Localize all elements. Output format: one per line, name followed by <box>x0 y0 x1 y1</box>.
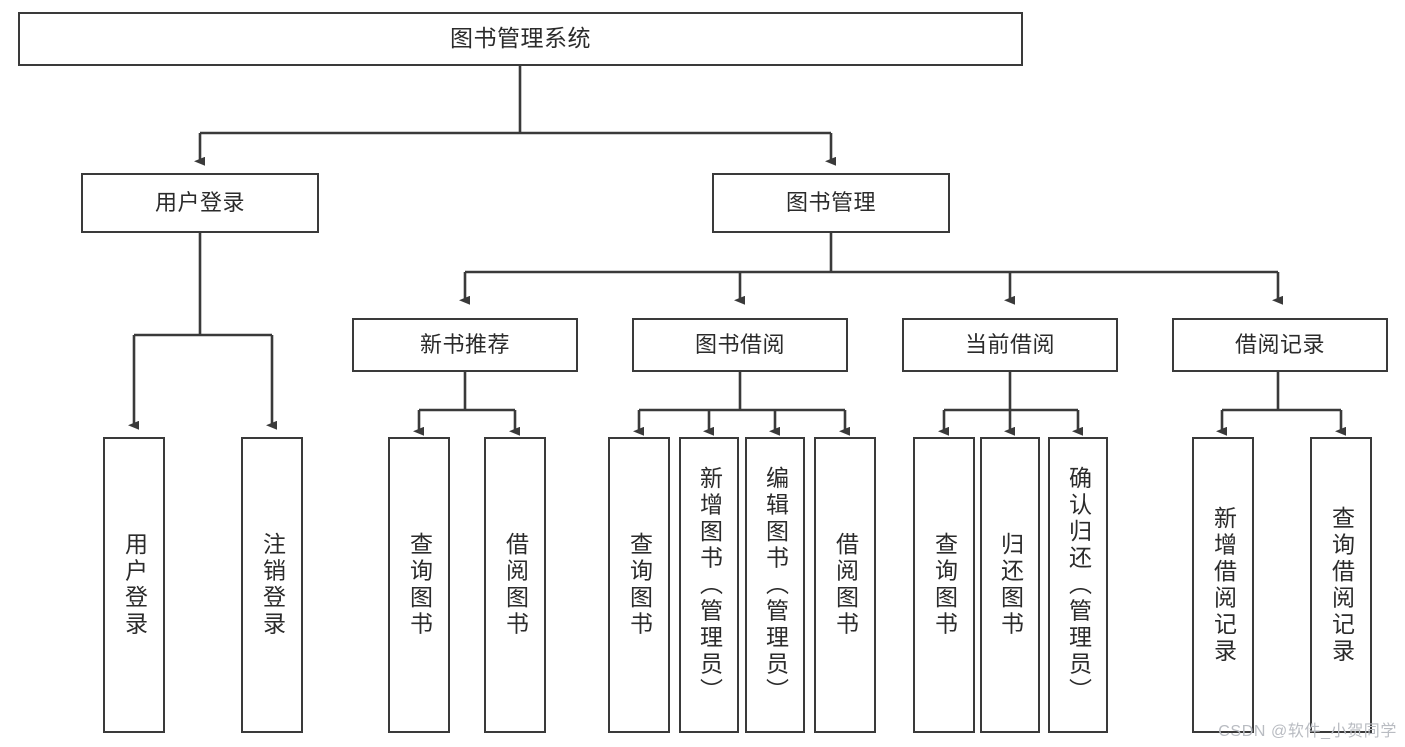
leaf-borrow-query-book-label: 查询图书 <box>626 532 653 638</box>
leaf-current-return-book[interactable]: 归还图书 <box>980 437 1040 733</box>
node-borrow-record[interactable]: 借阅记录 <box>1172 318 1388 372</box>
node-book-borrow-label: 图书借阅 <box>694 332 785 358</box>
node-root[interactable]: 图书管理系统 <box>18 12 1023 66</box>
node-borrow-record-label: 借阅记录 <box>1234 332 1325 358</box>
leaf-borrow-add-book-label: 新增图书（管理员） <box>696 465 723 705</box>
leaf-user-login-login[interactable]: 用户登录 <box>103 437 165 733</box>
leaf-current-query-book[interactable]: 查询图书 <box>913 437 975 733</box>
node-root-label: 图书管理系统 <box>450 25 591 52</box>
node-new-book-recommend-label: 新书推荐 <box>419 332 510 358</box>
leaf-current-return-book-label: 归还图书 <box>997 532 1024 638</box>
leaf-new-book-borrow[interactable]: 借阅图书 <box>484 437 546 733</box>
leaf-new-book-borrow-label: 借阅图书 <box>502 532 529 638</box>
leaf-borrow-borrow-book-label: 借阅图书 <box>832 532 859 638</box>
leaf-borrow-add-book[interactable]: 新增图书（管理员） <box>679 437 739 733</box>
leaf-user-login-login-label: 用户登录 <box>121 532 148 638</box>
leaf-current-confirm-return-label: 确认归还（管理员） <box>1065 465 1092 705</box>
node-user-login[interactable]: 用户登录 <box>81 173 319 233</box>
leaf-record-add-label: 新增借阅记录 <box>1210 505 1237 665</box>
leaf-new-book-query[interactable]: 查询图书 <box>388 437 450 733</box>
node-book-management-label: 图书管理 <box>785 190 876 216</box>
node-current-borrow-label: 当前借阅 <box>964 332 1055 358</box>
node-book-borrow[interactable]: 图书借阅 <box>632 318 848 372</box>
leaf-record-query[interactable]: 查询借阅记录 <box>1310 437 1372 733</box>
node-new-book-recommend[interactable]: 新书推荐 <box>352 318 578 372</box>
node-book-management[interactable]: 图书管理 <box>712 173 950 233</box>
leaf-borrow-query-book[interactable]: 查询图书 <box>608 437 670 733</box>
leaf-user-login-logout-label: 注销登录 <box>259 532 286 638</box>
node-current-borrow[interactable]: 当前借阅 <box>902 318 1118 372</box>
leaf-borrow-borrow-book[interactable]: 借阅图书 <box>814 437 876 733</box>
leaf-borrow-edit-book[interactable]: 编辑图书（管理员） <box>745 437 805 733</box>
node-user-login-label: 用户登录 <box>154 190 245 216</box>
leaf-borrow-edit-book-label: 编辑图书（管理员） <box>762 465 789 705</box>
leaf-record-add[interactable]: 新增借阅记录 <box>1192 437 1254 733</box>
leaf-new-book-query-label: 查询图书 <box>406 532 433 638</box>
leaf-user-login-logout[interactable]: 注销登录 <box>241 437 303 733</box>
watermark: CSDN @软件_小贺同学 <box>1218 723 1397 740</box>
leaf-current-confirm-return[interactable]: 确认归还（管理员） <box>1048 437 1108 733</box>
leaf-current-query-book-label: 查询图书 <box>931 532 958 638</box>
leaf-record-query-label: 查询借阅记录 <box>1328 505 1355 665</box>
